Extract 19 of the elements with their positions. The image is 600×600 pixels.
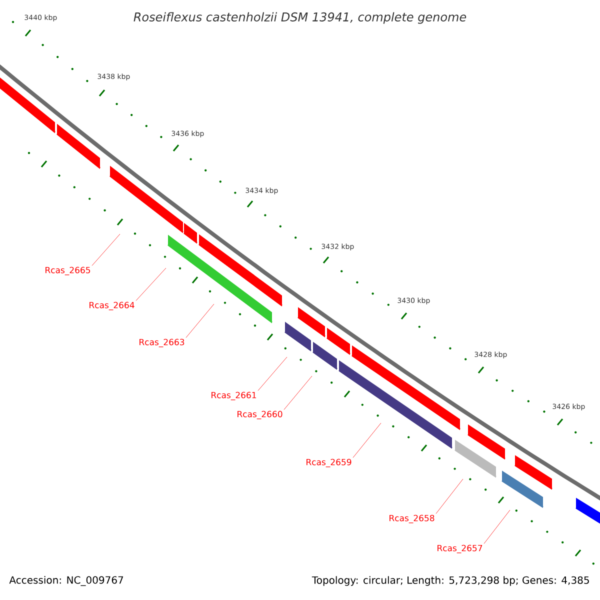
gene-label: Rcas_2663 <box>140 338 184 348</box>
title: Roseiflexus castenholzii DSM 13941, complete genome <box>134 12 466 24</box>
gene-label: Rcas_2657 <box>438 544 482 554</box>
genome-stats-text: Topology: circular; Length: 5,723,298 bp; Genes: 4,385 <box>312 576 589 586</box>
gene-label: Rcas_2665 <box>46 266 90 276</box>
leader-line <box>436 478 464 514</box>
leader-line <box>136 268 166 301</box>
gene-label: Rcas_2660 <box>238 410 282 420</box>
gene-label: Rcas_2661 <box>212 392 256 400</box>
accession-text: Accession: NC_009767 <box>9 576 124 586</box>
leader-line <box>186 304 214 338</box>
gene-label: Rcas_2664 <box>90 302 134 310</box>
leader-line <box>284 376 312 410</box>
gene-label: Rcas_2659 <box>306 458 352 468</box>
gene-label: Rcas_2658 <box>390 514 434 524</box>
leader-line <box>352 422 382 458</box>
leader-line <box>92 234 120 266</box>
leader-line <box>258 356 288 391</box>
leader-line <box>484 510 510 544</box>
